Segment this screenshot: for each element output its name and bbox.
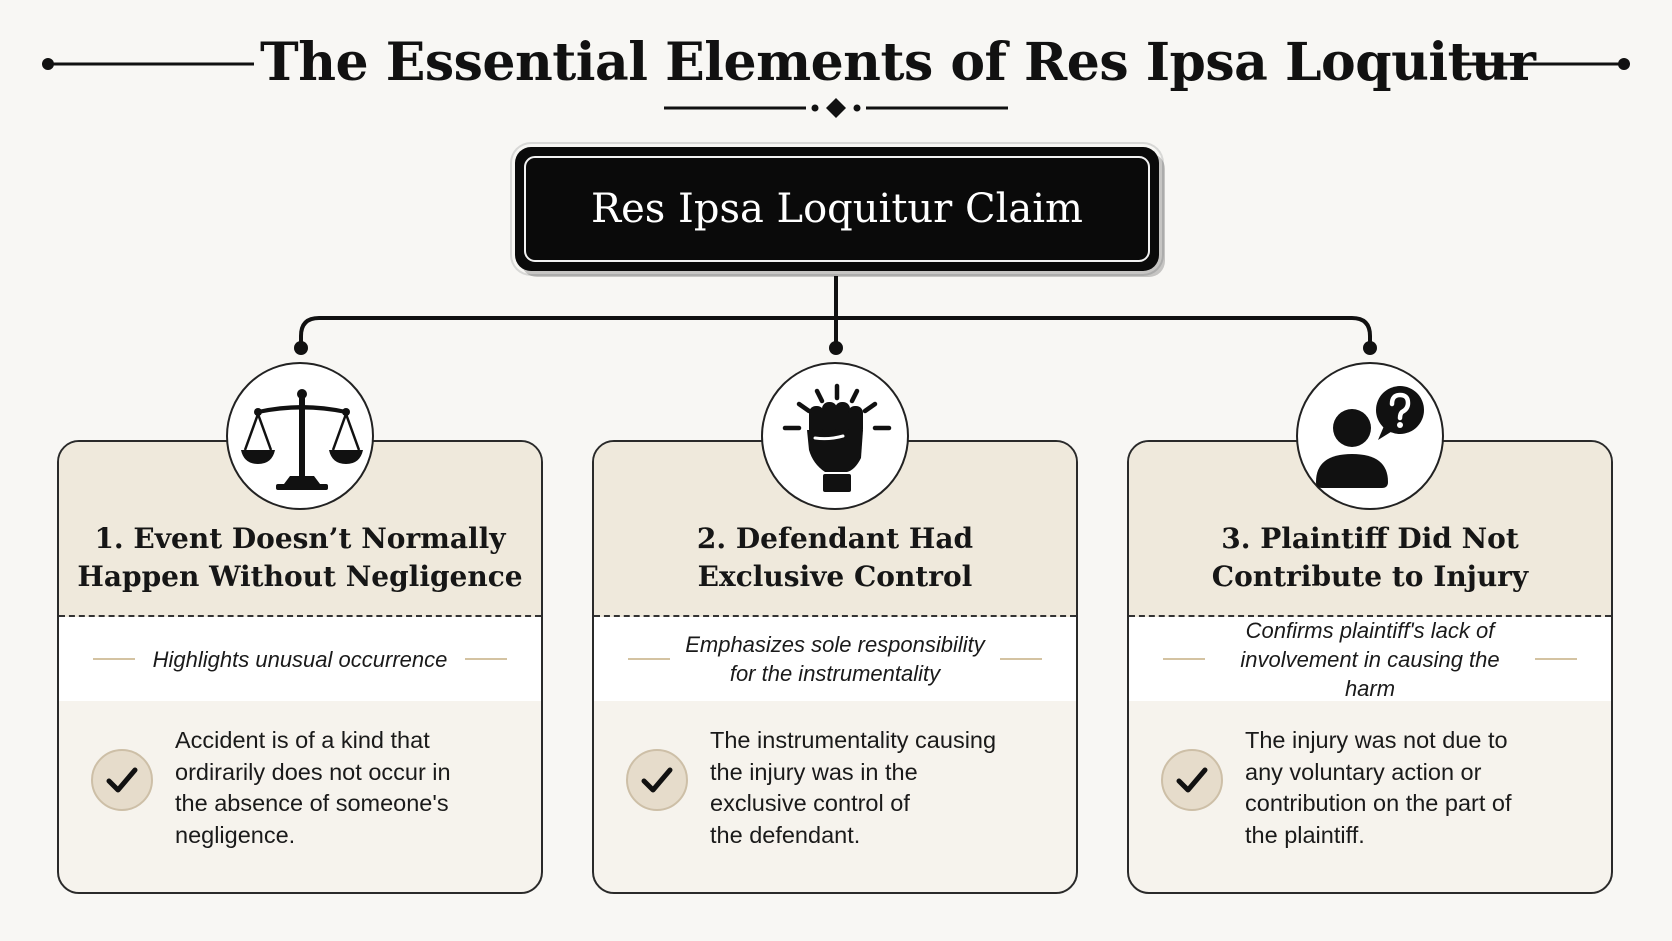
subtitle-rule-right bbox=[465, 658, 507, 660]
subtitle-rule-left bbox=[1163, 658, 1205, 660]
element-card-1: 1. Event Doesn’t Normally Happen Without… bbox=[57, 440, 543, 894]
element-card-3: 3. Plaintiff Did Not Contribute to Injur… bbox=[1127, 440, 1613, 894]
element-card-title-line: Exclusive Control bbox=[697, 560, 973, 593]
tree-connectors bbox=[294, 271, 1377, 355]
description-line: The injury was not due to bbox=[1245, 727, 1508, 753]
scales-of-justice-icon bbox=[241, 389, 363, 490]
title-underline-dot-left bbox=[811, 104, 819, 112]
description-line: The instrumentality causing bbox=[710, 727, 997, 753]
element-card-header: 1. Event Doesn’t Normally Happen Without… bbox=[59, 442, 541, 617]
element-card-subtitle: Emphasizes sole responsibility for the i… bbox=[678, 617, 992, 701]
description-line: any voluntary action or bbox=[1245, 758, 1482, 785]
description-line: ordirarily does not occur in bbox=[175, 758, 451, 785]
element-card-subtitle-band: Emphasizes sole responsibility for the i… bbox=[594, 617, 1076, 701]
title-ornament-dot-right bbox=[1618, 58, 1630, 70]
connector-node-center bbox=[829, 341, 843, 355]
element-card-subtitle-line: Highlights unusual occurrence bbox=[152, 646, 448, 672]
element-card-title: 3. Plaintiff Did Not Contribute to Injur… bbox=[1139, 520, 1601, 596]
element-card-subtitle-line: Emphasizes sole responsibility bbox=[685, 632, 985, 657]
title-underline-dot-right bbox=[853, 104, 861, 112]
element-card-subtitle-line: involvement in causing the harm bbox=[1240, 646, 1500, 701]
page-title: The Essential Elements of Res Ipsa Loqui… bbox=[260, 32, 1536, 93]
description-line: Accident is of a kind that bbox=[175, 727, 430, 753]
connector-node-right bbox=[1363, 341, 1377, 355]
checkmark-badge bbox=[1161, 749, 1223, 811]
element-card-title-line: Contribute to Injury bbox=[1211, 560, 1529, 593]
description-line: the absence of someone's bbox=[175, 790, 449, 816]
element-card-title: 1. Event Doesn’t Normally Happen Without… bbox=[69, 520, 531, 596]
description-line: the plaintiff. bbox=[1245, 821, 1365, 848]
title-ornament bbox=[42, 58, 1630, 118]
element-card-description: Accident is of a kind that ordirarily do… bbox=[175, 725, 521, 851]
element-card-subtitle-line: Confirms plaintiff's lack of bbox=[1245, 617, 1495, 643]
element-card-title-line: 1. Event Doesn’t Normally bbox=[94, 522, 506, 555]
element-icon-badge-3 bbox=[1296, 362, 1444, 510]
root-node: Res Ipsa Loquitur Claim bbox=[515, 147, 1159, 271]
subtitle-rule-left bbox=[93, 658, 135, 660]
element-card-subtitle-line: for the instrumentality bbox=[729, 661, 941, 686]
element-card-description: The instrumentality causing the injury w… bbox=[710, 725, 1056, 851]
element-card-title-line: 2. Defendant Had bbox=[696, 522, 974, 555]
description-line: exclusive control of bbox=[710, 790, 910, 816]
element-card-title: 2. Defendant Had Exclusive Control bbox=[604, 520, 1066, 596]
subtitle-rule-right bbox=[1535, 658, 1577, 660]
description-line: the defendant. bbox=[710, 821, 861, 848]
root-node-frame: Res Ipsa Loquitur Claim bbox=[524, 156, 1150, 262]
connector-node-left bbox=[294, 341, 308, 355]
element-card-subtitle-band: Confirms plaintiff's lack of involvement… bbox=[1129, 617, 1611, 701]
element-card-2: 2. Defendant Had Exclusive Control Empha… bbox=[592, 440, 1078, 894]
element-card-title-line: Happen Without Negligence bbox=[77, 560, 523, 593]
root-node-label: Res Ipsa Loquitur Claim bbox=[591, 186, 1083, 232]
element-card-subtitle: Highlights unusual occurrence bbox=[143, 617, 457, 701]
checkmark-icon bbox=[641, 767, 673, 793]
checkmark-icon bbox=[106, 767, 138, 793]
element-card-title-line: 3. Plaintiff Did Not bbox=[1221, 522, 1519, 555]
element-icon-badge-2 bbox=[761, 362, 909, 510]
element-card-subtitle-band: Highlights unusual occurrence bbox=[59, 617, 541, 701]
subtitle-rule-left bbox=[628, 658, 670, 660]
raised-fist-icon bbox=[782, 383, 892, 492]
checkmark-badge bbox=[626, 749, 688, 811]
element-icon-badge-1 bbox=[226, 362, 374, 510]
title-underline-diamond bbox=[826, 98, 846, 118]
subtitle-rule-right bbox=[1000, 658, 1042, 660]
connector-crossbar bbox=[299, 316, 1372, 348]
checkmark-badge bbox=[91, 749, 153, 811]
description-line: contribution on the part of bbox=[1245, 790, 1512, 816]
description-line: negligence. bbox=[175, 821, 296, 848]
element-card-subtitle: Confirms plaintiff's lack of involvement… bbox=[1213, 617, 1527, 701]
person-question-icon bbox=[1316, 386, 1424, 488]
element-card-description: The injury was not due to any voluntary … bbox=[1245, 725, 1591, 851]
description-line: the injury was in the bbox=[710, 758, 918, 785]
checkmark-icon bbox=[1176, 767, 1208, 793]
